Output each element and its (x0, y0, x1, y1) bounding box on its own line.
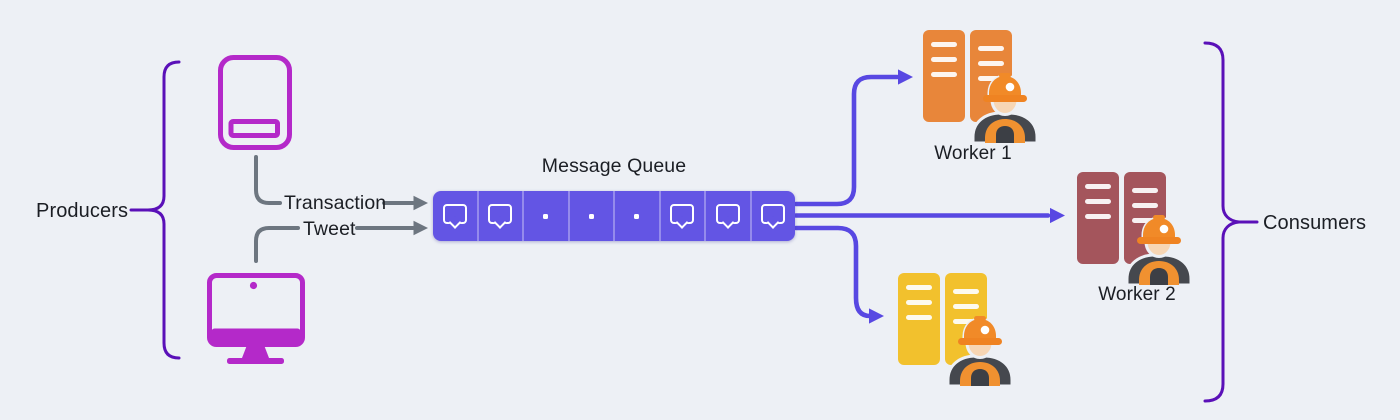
chat-bubble-icon (488, 203, 513, 224)
queue-cell-dot (615, 191, 661, 241)
dot-icon (588, 213, 594, 219)
desktop-computer-icon (207, 273, 305, 364)
arrowhead-middle (1050, 207, 1065, 224)
queue-cell-message (706, 191, 752, 241)
worker-1-label: Worker 1 (934, 143, 1012, 164)
queue-cell-message (433, 191, 479, 241)
transaction-arrowhead (413, 195, 428, 211)
chat-bubble-icon (761, 203, 786, 224)
chat-bubble-icon (715, 203, 740, 224)
chat-bubble-icon (442, 203, 467, 224)
dot-icon (634, 213, 640, 219)
consumers-brace (1203, 41, 1259, 403)
queue-cell-dot (524, 191, 570, 241)
dot-icon (543, 213, 549, 219)
worker-2-icon (1077, 172, 1193, 287)
queue-cell-dot (570, 191, 615, 241)
arrowhead-top (898, 69, 913, 85)
producers-label: Producers (36, 200, 129, 222)
tablet-icon (218, 55, 292, 150)
transaction-connector (254, 155, 282, 205)
queue-cell-message (752, 191, 796, 241)
queue-out-arrowheads (869, 69, 1065, 324)
message-queue (433, 191, 795, 241)
tweet-arrowhead (413, 220, 428, 236)
tweet-connector (254, 226, 300, 263)
transaction-label: Transaction (284, 192, 387, 214)
producers-brace (129, 60, 181, 360)
chat-bubble-icon (670, 203, 695, 224)
queue-out-arrow-top (793, 74, 900, 207)
input-connectors (254, 155, 415, 263)
queue-out-arrow-bottom (793, 225, 873, 319)
worker-2-label: Worker 2 (1098, 284, 1176, 305)
arrowhead-bottom (869, 308, 884, 324)
worker-1-icon (923, 30, 1039, 145)
queue-title: Message Queue (541, 155, 687, 177)
tweet-label: Tweet (303, 218, 356, 240)
input-arrowheads (413, 195, 428, 236)
consumers-label: Consumers (1263, 212, 1367, 234)
server-rack-lines (906, 285, 979, 324)
queue-cell-message (661, 191, 706, 241)
queue-cell-message (479, 191, 524, 241)
worker-3-icon (898, 273, 1014, 388)
queue-out-arrows (793, 74, 1051, 319)
